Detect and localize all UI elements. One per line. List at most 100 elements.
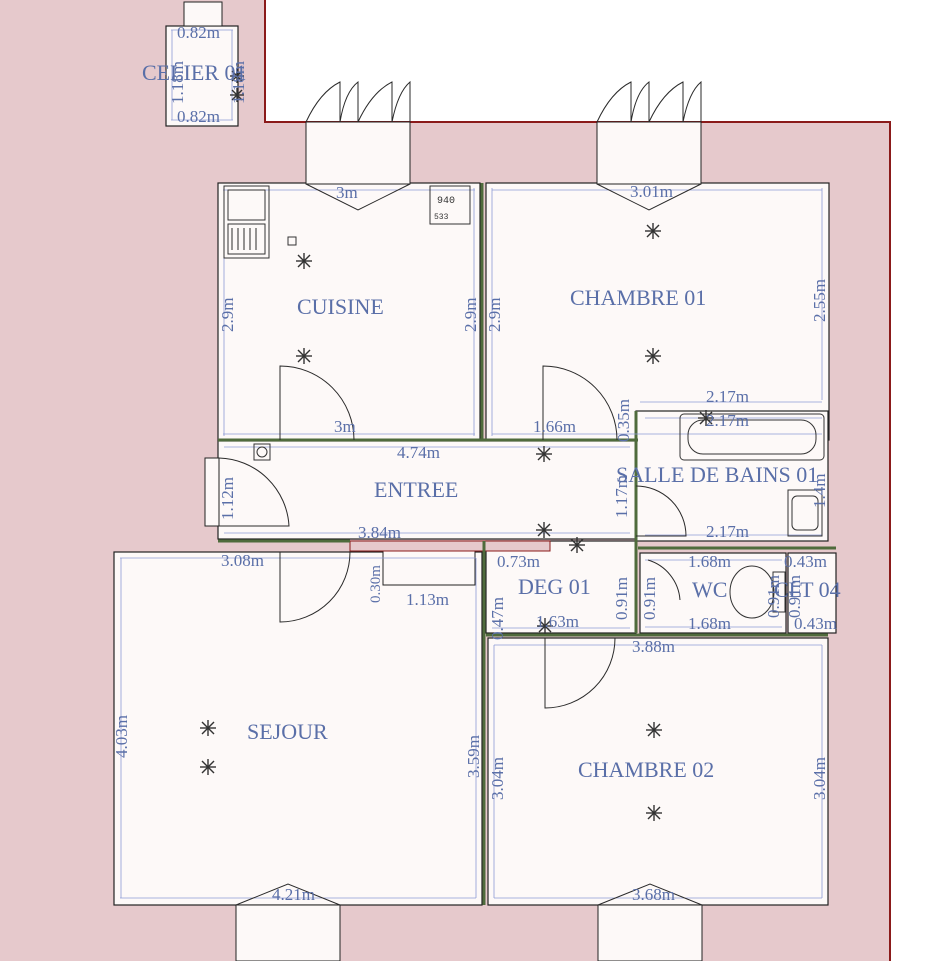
- light-icon: [230, 69, 244, 83]
- light-icon: [569, 537, 585, 553]
- hob-label: 940: [437, 196, 455, 207]
- dim-wc-top: 1.68m: [688, 552, 731, 571]
- dim-deg-right: 0.91m: [612, 577, 631, 620]
- bathtub: [679, 413, 825, 461]
- outer-boundary: [264, 0, 891, 961]
- dim-wc-right: 0.91m: [764, 575, 783, 618]
- sdb-floor: [635, 410, 829, 542]
- light-icon: [200, 759, 216, 775]
- light-icon: [200, 720, 216, 736]
- dim-celier-right: 1.18m: [229, 61, 248, 104]
- room-label-cuisine: CUISINE: [297, 294, 384, 319]
- light-icon: [296, 348, 312, 364]
- door-entree: [218, 457, 290, 527]
- celier-room: [165, 1, 239, 127]
- dim-entree-right: 1.17m: [612, 475, 631, 518]
- room-label-wc: WC: [692, 577, 727, 602]
- light-icon: [296, 253, 312, 269]
- door-sdb: [635, 485, 687, 537]
- dim-chambre2-right: 3.04m: [810, 757, 829, 800]
- door-sejour: [279, 551, 351, 623]
- dim-cuisine-bottom: 3m: [334, 417, 356, 436]
- dim-sdb-left: 0.35m: [614, 399, 633, 442]
- dim-celier-left: 1.18m: [168, 61, 187, 104]
- dimension-guides: [120, 188, 823, 899]
- kitchen-sink: [223, 185, 270, 259]
- window-bay-cuisine: [305, 80, 411, 211]
- dim-clt-side: 0.91m: [785, 575, 804, 618]
- dim-deg-bottom: 1.63m: [536, 612, 579, 631]
- dim-sejour-bottom: 4.21m: [272, 885, 315, 904]
- door-cuisine: [279, 365, 355, 441]
- window-bay-chambre2: [597, 883, 703, 961]
- dim-corridor: 3.88m: [632, 637, 675, 656]
- dim-deg-top: 0.73m: [497, 552, 540, 571]
- dim-sdb-top: 2.17m: [706, 387, 749, 406]
- light-icon: [536, 446, 552, 462]
- room-label-sejour: SEJOUR: [247, 719, 328, 744]
- room-label-entree: ENTREE: [374, 477, 458, 502]
- light-icon: [537, 618, 553, 634]
- dim-cuisine-left: 2.9m: [218, 298, 237, 332]
- dim-sdb-bottom: 2.17m: [706, 522, 749, 541]
- light-icon: [536, 522, 552, 538]
- clt-floor: [787, 552, 837, 634]
- sejour-floor: [113, 551, 483, 906]
- dim-wc-bottom: 1.68m: [688, 614, 731, 633]
- dim-cl-1: 0.30m: [368, 565, 384, 603]
- cuisine-floor: [217, 182, 481, 441]
- dim-entree-mid: 3.84m: [358, 523, 401, 542]
- light-icon: [698, 410, 714, 426]
- dim-chambre1-bottom: 1.66m: [533, 417, 576, 436]
- dim-chambre2-left: 3.04m: [488, 757, 507, 800]
- dim-chambre1-right: 2.55m: [810, 279, 829, 322]
- dim-cl-2: 1.13m: [406, 590, 449, 609]
- window-bay-chambre1: [596, 80, 702, 211]
- celier-floor: [165, 25, 239, 127]
- electrical-outlet-icon: [287, 236, 297, 246]
- room-label-salle-bains: SALLE DE BAINS 01: [616, 462, 818, 487]
- dim-entree-left: 1.12m: [218, 477, 237, 520]
- dim-cuisine-top: 3m: [336, 183, 358, 202]
- door-wc: [647, 559, 681, 601]
- toilet: [729, 565, 786, 619]
- window-bay-sejour: [235, 883, 341, 961]
- light-icon: [646, 722, 662, 738]
- room-label-clt: CLT 04: [774, 577, 841, 602]
- dim-entree-top: 4.74m: [397, 443, 440, 462]
- room-label-chambre1: CHAMBRE 01: [570, 285, 706, 310]
- dim-celier-top: 0.82m: [177, 23, 220, 42]
- wc-floor: [639, 552, 787, 634]
- light-icon: [645, 348, 661, 364]
- kitchen-hob: 940 533: [429, 185, 471, 225]
- room-label-celier: CELIER 01: [142, 60, 247, 85]
- water-heater: [253, 443, 271, 461]
- washbasin: [787, 489, 823, 537]
- deg-floor: [485, 540, 637, 634]
- dim-sdb-top-2: 2.17m: [706, 411, 749, 430]
- chambre1-floor: [485, 182, 830, 441]
- dim-deg-left: 0.47m: [488, 597, 507, 640]
- doors: [218, 365, 687, 709]
- door-chambre2: [544, 637, 616, 709]
- dim-chambre1-top: 3.01m: [630, 182, 673, 201]
- dim-sejour-top: 3.08m: [221, 551, 264, 570]
- dim-sejour-right: 3.59m: [464, 735, 483, 778]
- light-icon: [646, 805, 662, 821]
- dim-cuisine-right: 2.9m: [461, 298, 480, 332]
- room-label-chambre2: CHAMBRE 02: [578, 757, 714, 782]
- dim-chambre2-bottom: 3.68m: [632, 885, 675, 904]
- dim-sdb-right: 1.4m: [810, 474, 829, 508]
- door-chambre1: [542, 365, 618, 441]
- dim-chambre1-left: 2.9m: [485, 298, 504, 332]
- dim-wc-left: 0.91m: [640, 577, 659, 620]
- room-label-deg: DEG 01: [518, 574, 591, 599]
- dim-sejour-left: 4.03m: [112, 715, 131, 758]
- light-icon: [230, 88, 244, 102]
- hob-label-2: 533: [434, 213, 449, 222]
- dim-clt-top: 0.43m: [784, 552, 827, 571]
- dim-celier-bottom: 0.82m: [177, 107, 220, 126]
- light-fixtures: [200, 69, 714, 821]
- dim-clt-bottom: 0.43m: [794, 614, 837, 633]
